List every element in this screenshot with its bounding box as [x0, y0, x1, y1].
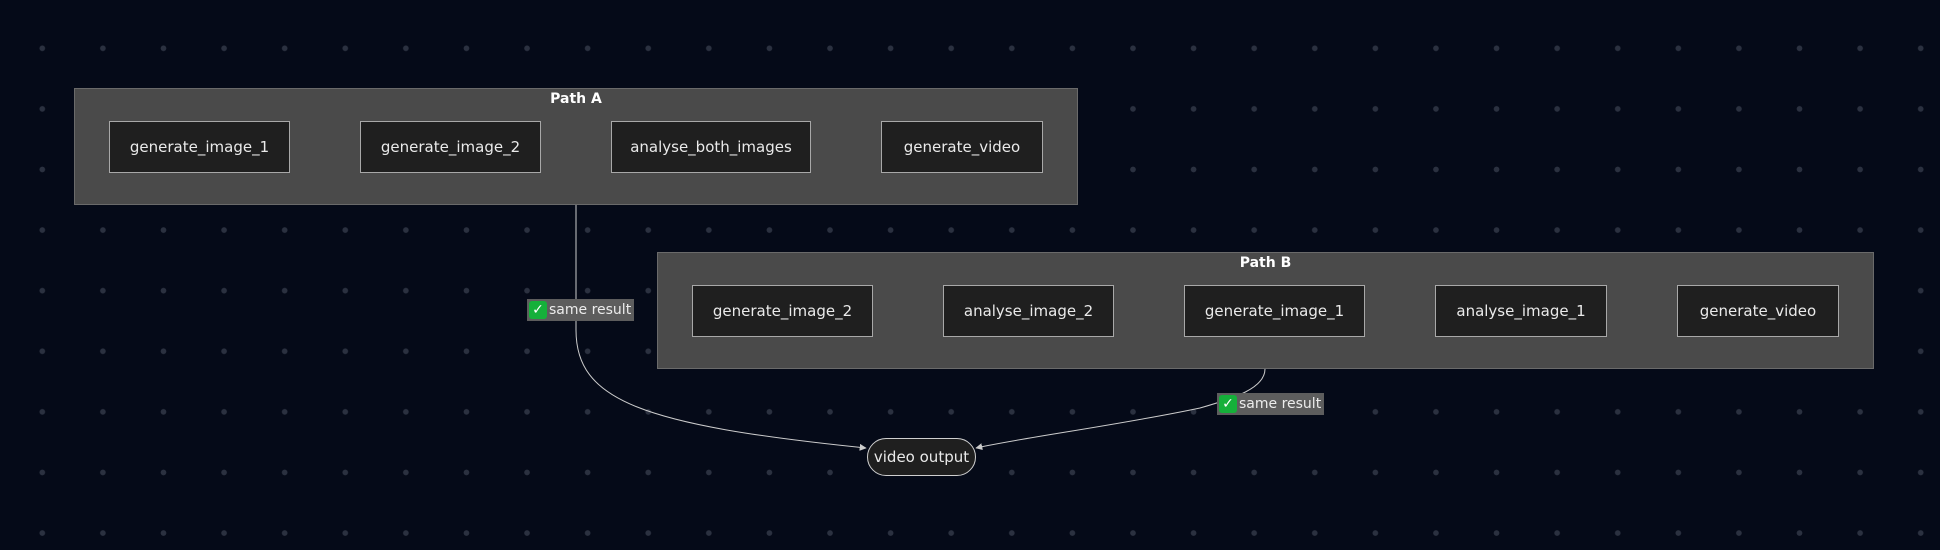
edge-label-text: same result [549, 302, 632, 318]
node-a-generate-image-1[interactable]: generate_image_1 [109, 121, 290, 173]
node-a-generate-video[interactable]: generate_video [881, 121, 1043, 173]
edge-path-b-to-output [975, 368, 1266, 451]
node-b-generate-image-1[interactable]: generate_image_1 [1184, 285, 1365, 337]
node-b-generate-video[interactable]: generate_video [1677, 285, 1839, 337]
node-a-analyse-both-images[interactable]: analyse_both_images [611, 121, 811, 173]
edge-label-text: same result [1239, 396, 1322, 412]
node-b-analyse-image-1[interactable]: analyse_image_1 [1435, 285, 1607, 337]
node-b-generate-image-2[interactable]: generate_image_2 [692, 285, 873, 337]
node-video-output[interactable]: video output [867, 438, 976, 476]
check-mark-icon: ✓ [529, 301, 547, 319]
edge-label-path-a: ✓ same result [527, 299, 635, 321]
node-b-analyse-image-2[interactable]: analyse_image_2 [943, 285, 1114, 337]
edge-path-a-to-output [575, 205, 867, 451]
node-a-generate-image-2[interactable]: generate_image_2 [360, 121, 541, 173]
group-title-path-a: Path A [550, 91, 602, 107]
check-mark-icon: ✓ [1219, 395, 1237, 413]
group-title-path-b: Path B [1239, 255, 1292, 271]
edge-label-path-b: ✓ same result [1217, 393, 1325, 415]
